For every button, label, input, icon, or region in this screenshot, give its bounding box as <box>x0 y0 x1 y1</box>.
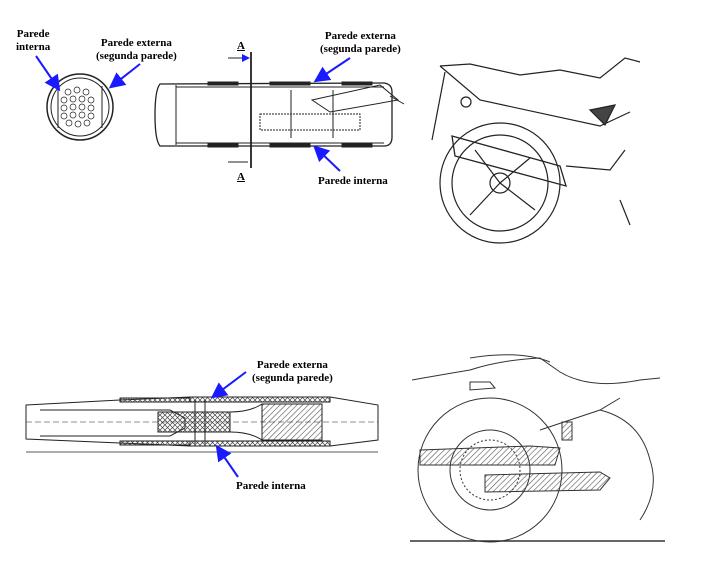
label-outer-wall-side: Parede externa (segunda parede) <box>320 30 401 56</box>
muffler-side-view <box>154 81 405 148</box>
label-line: (segunda parede) <box>252 372 333 384</box>
label-inner-wall-muffler: Parede interna <box>236 480 306 492</box>
section-marker-bottom: A <box>237 171 245 183</box>
arrow-inner-wall-muffler <box>215 444 239 478</box>
label-line: (segunda parede) <box>96 50 177 62</box>
arrow-inner-wall-side <box>313 145 341 172</box>
section-line-a <box>228 52 252 168</box>
arrow-outer-wall-muffler <box>210 371 247 399</box>
arrow-outer-wall-side <box>313 57 351 83</box>
label-line: Parede <box>16 28 50 40</box>
arrow-outer-wall-cross <box>108 63 141 89</box>
label-inner-wall-cross-section: Parede interna <box>16 28 50 54</box>
label-line: Parede externa <box>324 30 396 42</box>
motorcycle-sport-illustration <box>431 57 641 244</box>
label-inner-wall-side: Parede interna <box>318 175 388 187</box>
label-line: Parede externa <box>100 37 172 49</box>
label-line: (segunda parede) <box>320 43 401 55</box>
label-line: interna <box>16 41 51 53</box>
section-marker-top: A <box>237 40 245 52</box>
muffler-long-section <box>25 396 379 453</box>
label-outer-wall-muffler: Parede externa (segunda parede) <box>252 359 333 385</box>
motorcycle-cruiser-illustration <box>410 354 665 543</box>
label-outer-wall-cross-section: Parede externa (segunda parede) <box>96 37 177 63</box>
label-line: Parede externa <box>256 359 328 371</box>
muffler-cross-section <box>46 73 114 141</box>
arrow-inner-wall-cross <box>35 55 61 92</box>
